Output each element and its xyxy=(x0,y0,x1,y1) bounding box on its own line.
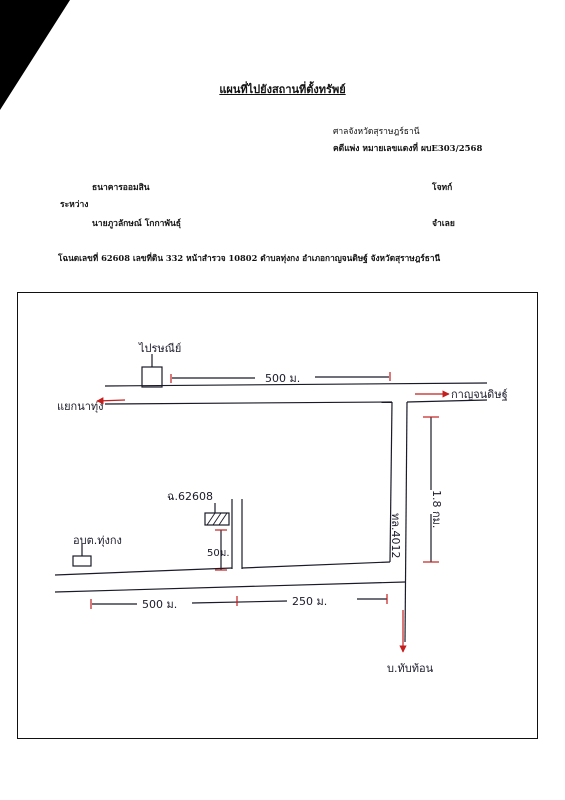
court-name: ศาลจังหวัดสุราษฎร์ธานี xyxy=(333,127,420,137)
location-map: ไปรษณีย์ แยกนาทุ่ง กาญจนดิษฐ์ 500 ม. 1.8… xyxy=(54,342,508,675)
dist-top-label: 500 ม. xyxy=(265,372,300,385)
case-number: คดีแพ่ง หมายเลขแดงที่ ผบE303/2568 xyxy=(333,144,483,154)
dist-bottom-left-label: 500 ม. xyxy=(142,598,177,611)
junction-label: แยกนาทุ่ง xyxy=(57,400,104,413)
dist-bottom-right-label: 250 ม. xyxy=(292,595,327,608)
parcel-hatching xyxy=(206,512,228,526)
road-right-outer xyxy=(404,401,408,643)
road-bottom-upper xyxy=(54,567,233,576)
dist-right-label: 1.8 กม. xyxy=(430,490,443,528)
post-office-building xyxy=(141,366,163,388)
kanchanadit-label: กาญจนดิษฐ์ xyxy=(451,388,508,401)
road-right-inner xyxy=(389,401,393,563)
post-office-label: ไปรษณีย์ xyxy=(138,342,181,355)
road-bottom-lower xyxy=(54,581,406,593)
plaintiff-role: โจทก์ xyxy=(432,183,453,193)
dist-bottom-line-2 xyxy=(191,600,288,604)
scan-corner-shadow xyxy=(0,0,70,110)
road-right-top-edge xyxy=(406,399,488,403)
abt-office-building xyxy=(72,555,92,567)
arrow-to-junction xyxy=(96,397,126,405)
road-code-label: ทล.4012 xyxy=(389,513,402,558)
village-label: บ.ทับท้อน xyxy=(387,662,434,675)
defendant-role: จำเลย xyxy=(432,219,455,229)
document-title: แผนที่ไปยังสถานที่ตั้งทรัพย์ xyxy=(219,83,346,96)
plaintiff-name: ธนาคารออมสิน xyxy=(92,183,150,193)
abt-label: อบต.ทุ่งกง xyxy=(73,534,122,547)
deed-info: โฉนดเลขที่ 62608 เลขที่ดิน 332 หน้าสำรวจ… xyxy=(58,253,441,263)
road-bottom-upper-right xyxy=(241,561,391,569)
road-top-lower xyxy=(104,401,393,405)
road-top-upper xyxy=(104,382,488,387)
defendant-name: นายภูวลักษณ์ โกกาพันธุ์ xyxy=(92,219,181,229)
between-label: ระหว่าง xyxy=(60,200,89,210)
parcel-label: ฉ.62608 xyxy=(167,490,213,503)
map-frame xyxy=(17,292,538,739)
parcel-dist-label: 50ม. xyxy=(207,548,230,559)
parcel-land-marker xyxy=(204,512,230,526)
